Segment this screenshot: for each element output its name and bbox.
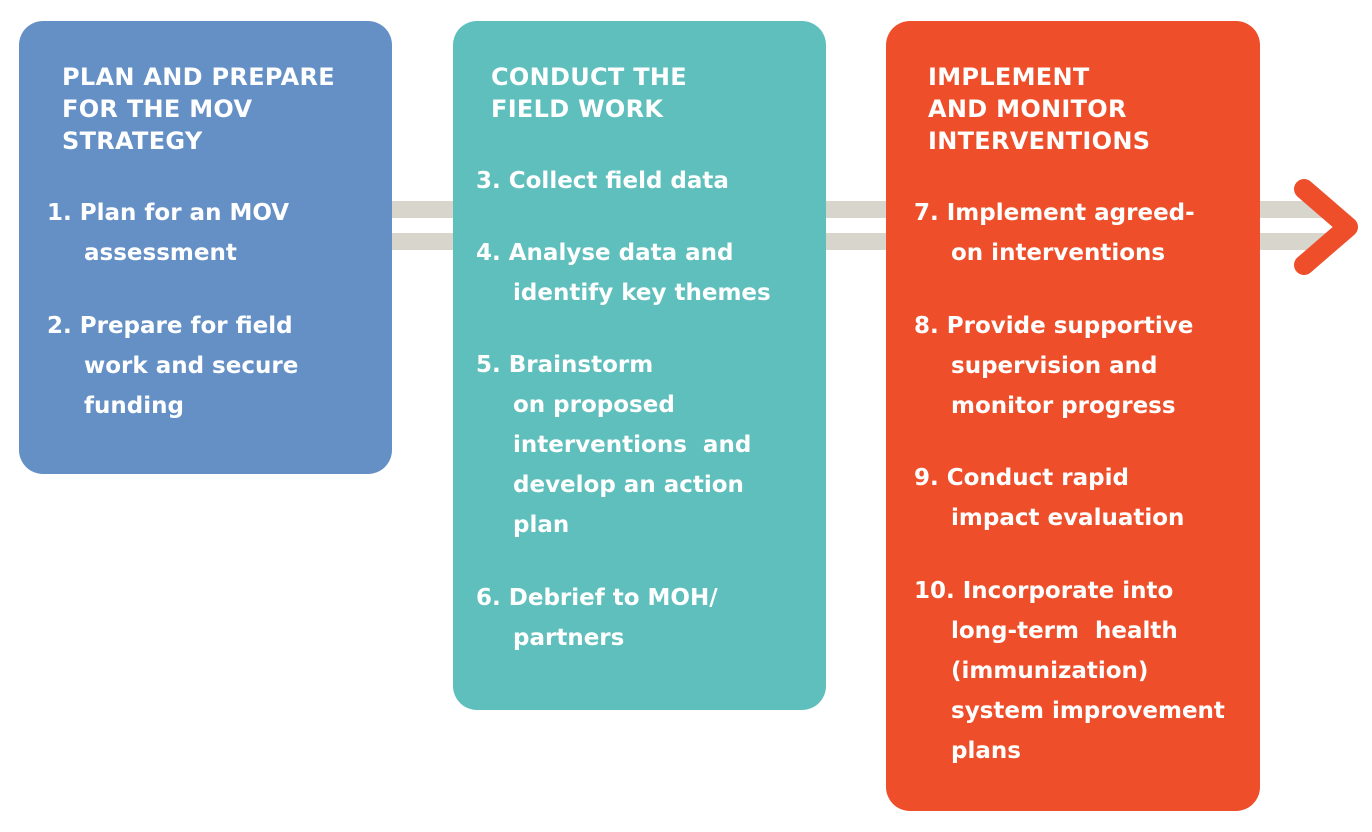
step-text: monitor progress — [951, 393, 1176, 419]
step-text: on interventions — [951, 240, 1166, 266]
step-text: 10. Incorporate into — [914, 578, 1174, 604]
step-text: 8. Provide supportive — [914, 313, 1194, 339]
step-text: long-term health — [951, 618, 1178, 644]
step-text: identify key themes — [513, 280, 771, 306]
step-6: 6. Debrief to MOH/ partners — [476, 578, 718, 658]
phase-card-plan: PLAN AND PREPARE FOR THE MOV STRATEGY 1.… — [19, 21, 392, 474]
step-text: funding — [84, 393, 184, 419]
step-2: 2. Prepare for field work and secure fun… — [47, 306, 298, 426]
step-text: plans — [951, 738, 1021, 764]
step-text: 4. Analyse data and — [476, 240, 734, 266]
connector-rail-bottom-2 — [826, 233, 887, 250]
step-text: 1. Plan for an MOV — [47, 200, 290, 226]
step-text: partners — [513, 625, 625, 651]
phase-title: IMPLEMENT AND MONITOR INTERVENTIONS — [928, 63, 1151, 155]
step-text: work and secure — [84, 353, 299, 379]
step-text: (immunization) — [951, 658, 1149, 684]
step-text: 2. Prepare for field — [47, 313, 293, 339]
phase-title: PLAN AND PREPARE FOR THE MOV STRATEGY — [62, 63, 335, 155]
connector-rail-top-2 — [826, 201, 887, 218]
step-7: 7. Implement agreed- on interventions — [914, 193, 1195, 273]
step-1: 1. Plan for an MOV assessment — [47, 193, 289, 273]
step-text: impact evaluation — [951, 505, 1185, 531]
step-10: 10. Incorporate into long-term health (i… — [914, 571, 1225, 771]
step-3: 3. Collect field data — [476, 161, 729, 201]
step-text: 3. Collect field data — [476, 168, 729, 194]
step-5: 5. Brainstorm on proposed interventions … — [476, 345, 751, 545]
step-4: 4. Analyse data and identify key themes — [476, 233, 771, 313]
step-text: 6. Debrief to MOH/ — [476, 585, 718, 611]
phase-title: CONDUCT THE FIELD WORK — [491, 63, 688, 123]
step-9: 9. Conduct rapid impact evaluation — [914, 458, 1184, 538]
step-text: supervision and — [951, 353, 1158, 379]
step-text: system improvement — [951, 698, 1225, 724]
connector-rail-bottom-1 — [392, 233, 454, 250]
step-text: develop an action — [513, 472, 744, 498]
step-text: 9. Conduct rapid — [914, 465, 1129, 491]
phase-card-implement: IMPLEMENT AND MONITOR INTERVENTIONS 7. I… — [886, 21, 1260, 811]
step-text: on proposed — [513, 392, 675, 418]
chevron-right-arrow-icon — [1294, 179, 1358, 275]
connector-rail-bottom-3 — [1260, 233, 1326, 250]
phase-card-conduct: CONDUCT THE FIELD WORK 3. Collect field … — [453, 21, 826, 710]
step-text: assessment — [84, 240, 237, 266]
step-8: 8. Provide supportive supervision and mo… — [914, 306, 1193, 426]
step-text: 7. Implement agreed- — [914, 200, 1195, 226]
step-text: interventions and — [513, 432, 752, 458]
step-text: plan — [513, 512, 570, 538]
connector-rail-top-1 — [392, 201, 454, 218]
step-text: 5. Brainstorm — [476, 352, 654, 378]
